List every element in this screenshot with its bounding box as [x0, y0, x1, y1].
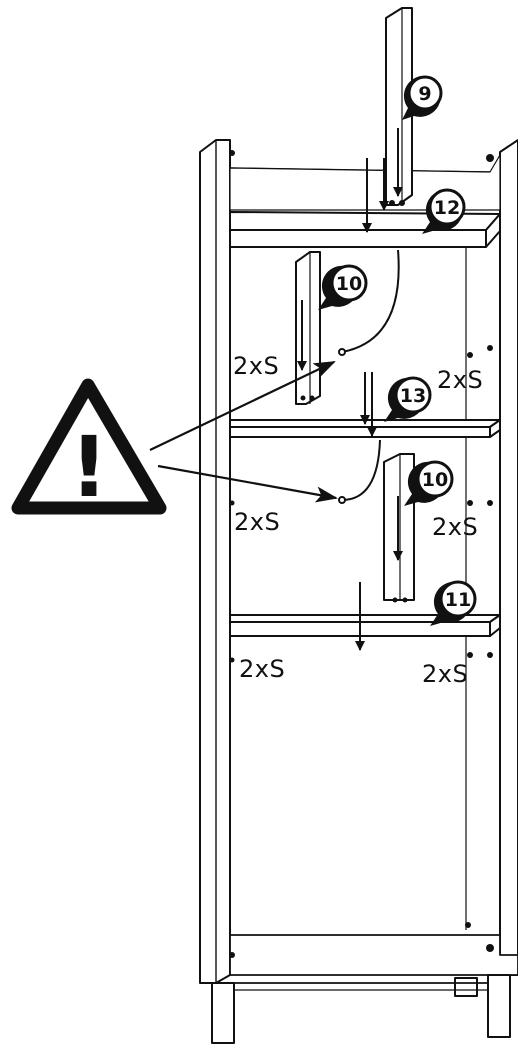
callout-9: 9: [402, 75, 443, 120]
warning-exclamation: !: [70, 418, 108, 516]
callout-10-upper: 10: [318, 264, 368, 310]
quantity-label: 2xS: [239, 655, 285, 683]
svg-text:11: 11: [445, 589, 471, 611]
warning-arrow-lower: [157, 464, 338, 503]
quantity-label: 2xS: [233, 352, 279, 380]
svg-text:10: 10: [336, 273, 362, 295]
callout-13: 13: [384, 376, 432, 422]
left-side-panel: [199, 139, 231, 984]
svg-text:12: 12: [434, 197, 460, 219]
quantity-label: 2xS: [437, 366, 483, 394]
quantity-label: 2xS: [422, 660, 468, 688]
svg-text:10: 10: [422, 469, 448, 491]
leg-back: [454, 977, 478, 997]
warning-triangle: [11, 378, 167, 515]
divider-panels: [295, 7, 415, 601]
callout-12: 12: [422, 188, 466, 234]
warning-arrow-upper: [149, 361, 336, 451]
svg-text:13: 13: [400, 385, 426, 407]
leader-curve-lower: [341, 439, 381, 501]
leg-left: [211, 982, 235, 1044]
leader-curve-upper: [341, 249, 400, 353]
warning-group: !: [11, 361, 338, 516]
svg-text:9: 9: [418, 83, 431, 105]
shelf-pins: [229, 150, 494, 958]
leg-right: [487, 974, 511, 1038]
callout-10-lower: 10: [404, 460, 454, 506]
divider-upper-middle: [295, 251, 321, 405]
callout-11: 11: [430, 580, 477, 626]
right-side-panel: [499, 139, 518, 976]
insertion-arrows: [297, 128, 403, 651]
quantity-label: 2xS: [234, 508, 280, 536]
quantity-label: 2xS: [432, 513, 478, 541]
bottom-panel: [229, 934, 518, 976]
